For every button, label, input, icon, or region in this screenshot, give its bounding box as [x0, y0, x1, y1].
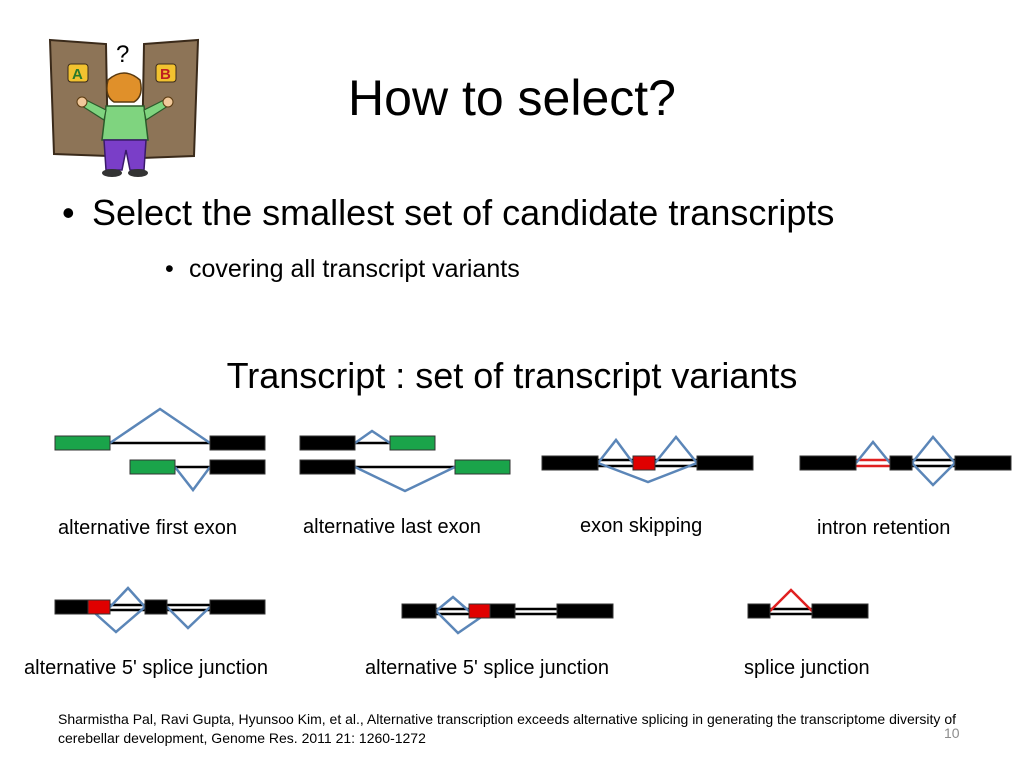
label-alternative-first-exon: alternative first exon	[58, 517, 237, 539]
exon-black	[811, 603, 869, 619]
exon-black	[299, 459, 356, 475]
exon-black	[209, 435, 266, 451]
bullet-dot-icon: •	[62, 192, 75, 233]
label-intron-retention: intron retention	[817, 517, 951, 539]
exon-black	[489, 603, 516, 619]
door-b-label: B	[160, 66, 171, 83]
question-mark: ?	[116, 41, 129, 68]
bullet-sub: • covering all transcript variants	[165, 252, 520, 286]
bullet-main-text: Select the smallest set of candidate tra…	[92, 192, 835, 233]
exon-red	[632, 455, 656, 471]
page-number: 10	[944, 725, 960, 741]
exon-black	[747, 603, 771, 619]
bullet-dot-icon: •	[165, 255, 174, 283]
exon-red	[468, 603, 491, 619]
label-alternative-last-exon: alternative last exon	[303, 516, 481, 538]
exon-green	[454, 459, 511, 475]
exon-green	[54, 435, 111, 451]
exon-green	[129, 459, 176, 475]
exon-black	[209, 599, 266, 615]
exon-black	[299, 435, 356, 451]
slide-title: How to select?	[348, 70, 676, 126]
exon-black	[209, 459, 266, 475]
diagram-subtitle: Transcript : set of transcript variants	[226, 355, 798, 396]
door-a-label: A	[72, 66, 83, 83]
diagram-alternative-first-exon	[109, 407, 212, 493]
bullet-sub-text: covering all transcript variants	[189, 255, 520, 283]
diagram-splice-junction	[769, 588, 813, 616]
exon-green	[389, 435, 436, 451]
exon-black	[54, 599, 89, 615]
exon-black	[696, 455, 754, 471]
exon-black	[541, 455, 599, 471]
diagram-alternative-last-exon	[354, 429, 456, 493]
exon-black	[954, 455, 1012, 471]
citation: Sharmistha Pal, Ravi Gupta, Hyunsoo Kim,…	[58, 711, 956, 746]
diagram-alt-5-splice-junction-1	[87, 586, 211, 634]
label-splice-junction: splice junction	[744, 657, 870, 679]
exon-black	[144, 599, 168, 615]
diagram-intron-retention	[855, 435, 956, 487]
exon-red	[87, 599, 111, 615]
bullet-main: • Select the smallest set of candidate tr…	[62, 190, 834, 236]
exon-black	[889, 455, 913, 471]
label-alt-5-splice-junction-2: alternative 5' splice junction	[365, 657, 609, 679]
label-exon-skipping: exon skipping	[580, 515, 703, 537]
exon-black	[401, 603, 437, 619]
exon-black	[799, 455, 857, 471]
exon-black	[556, 603, 614, 619]
decision-doors-clipart: A B ?	[48, 38, 200, 177]
label-alt-5-splice-junction-1: alternative 5' splice junction	[24, 657, 268, 679]
